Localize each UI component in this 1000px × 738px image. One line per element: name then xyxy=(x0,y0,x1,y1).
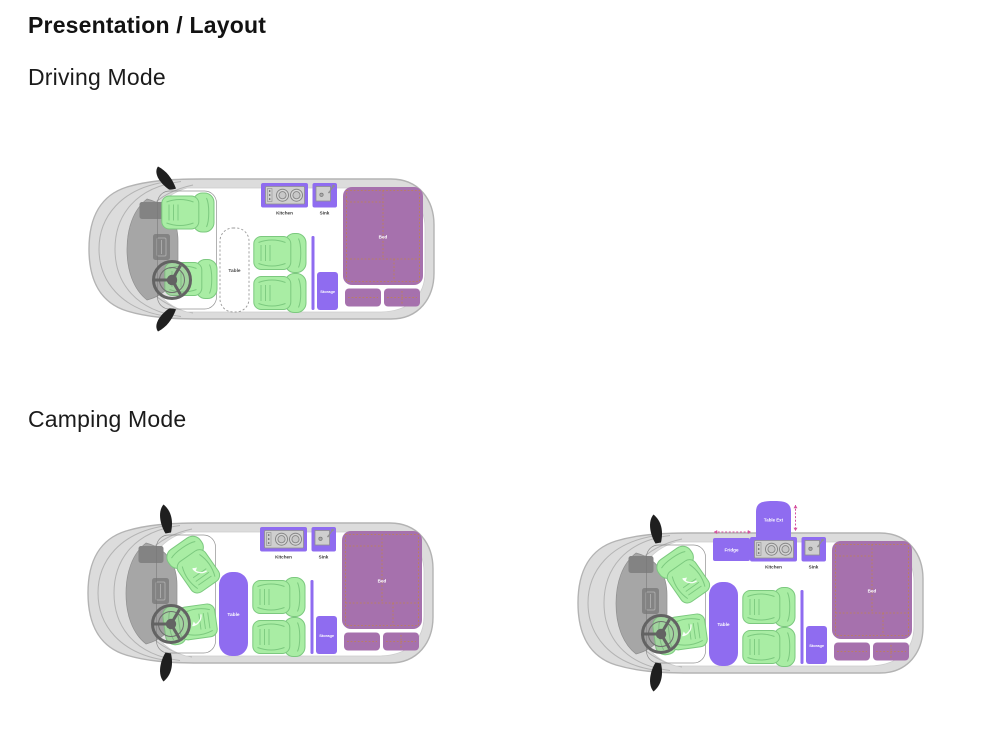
cab-zone-outline xyxy=(646,544,706,664)
seat xyxy=(656,545,711,604)
seat xyxy=(252,617,306,657)
hood-crease xyxy=(114,181,182,317)
hood-crease xyxy=(97,525,165,661)
hood-crease xyxy=(113,525,181,661)
faucet-icon xyxy=(817,539,823,547)
table-area-stowed xyxy=(219,227,250,313)
seat xyxy=(164,259,218,299)
sink-unit xyxy=(801,537,826,562)
kitchen-unit xyxy=(261,183,308,208)
hood-crease xyxy=(587,535,655,671)
side-mirror-icons xyxy=(160,504,173,682)
bed-label: Bed xyxy=(378,579,387,584)
seat xyxy=(742,587,796,627)
table-area xyxy=(709,582,738,666)
faucet-icon xyxy=(328,185,334,193)
kitchen-unit xyxy=(260,527,307,552)
seat xyxy=(742,627,796,667)
hood-crease xyxy=(603,535,671,671)
sink-label: Sink xyxy=(320,211,330,216)
sink-label: Sink xyxy=(319,555,329,560)
kitchen-unit xyxy=(750,537,797,562)
fridge-label: Fridge xyxy=(724,548,738,553)
table-ext-arrow xyxy=(793,505,798,531)
cab-zone-outline xyxy=(156,534,216,654)
partition-strip xyxy=(310,580,314,654)
bed-label: Bed xyxy=(379,235,388,240)
seat xyxy=(253,233,307,273)
storage-label: Storage xyxy=(319,633,335,638)
bed-area xyxy=(343,187,423,285)
kitchen-label: Kitchen xyxy=(275,555,292,560)
table-ext-label: Table Ext xyxy=(764,518,784,523)
side-mirror-icons xyxy=(156,166,176,332)
section-heading-driving-mode: Driving Mode xyxy=(28,64,166,90)
cab-zone-outline xyxy=(157,190,217,310)
bed-cushions xyxy=(345,288,420,307)
table-area xyxy=(219,572,248,656)
seat xyxy=(166,535,221,594)
seat xyxy=(161,192,215,233)
storage-unit xyxy=(317,272,338,310)
table-label: Table xyxy=(228,268,241,274)
bed-label: Bed xyxy=(868,589,877,594)
partition-strip xyxy=(311,236,315,310)
kitchen-label: Kitchen xyxy=(276,211,293,216)
side-mirror-icons xyxy=(650,514,663,692)
fridge-unit xyxy=(713,538,750,561)
table-label: Table xyxy=(717,622,730,628)
bed-area xyxy=(832,541,912,639)
fridge-slide-arrow xyxy=(714,530,751,534)
storage-unit xyxy=(806,626,827,664)
sink-unit xyxy=(312,183,337,208)
table-extension xyxy=(756,501,791,538)
page-title: Presentation / Layout xyxy=(28,12,267,38)
storage-unit xyxy=(316,616,337,654)
sink-label: Sink xyxy=(809,565,819,570)
bed-area xyxy=(342,531,422,629)
bed-cushions xyxy=(834,642,909,661)
storage-label: Storage xyxy=(809,643,825,648)
bed-cushions xyxy=(344,632,419,651)
faucet-icon xyxy=(327,529,333,537)
steering-wheel xyxy=(152,260,192,300)
section-heading-camping-mode: Camping Mode xyxy=(28,406,187,432)
sink-unit xyxy=(311,527,336,552)
seat xyxy=(252,577,306,617)
table-label: Table xyxy=(227,612,240,618)
hood-crease xyxy=(98,181,166,317)
steering-wheel xyxy=(641,614,681,654)
partition-strip xyxy=(800,590,804,664)
storage-label: Storage xyxy=(320,289,336,294)
steering-wheel xyxy=(151,604,191,644)
seat xyxy=(253,273,307,313)
kitchen-label: Kitchen xyxy=(765,565,782,570)
